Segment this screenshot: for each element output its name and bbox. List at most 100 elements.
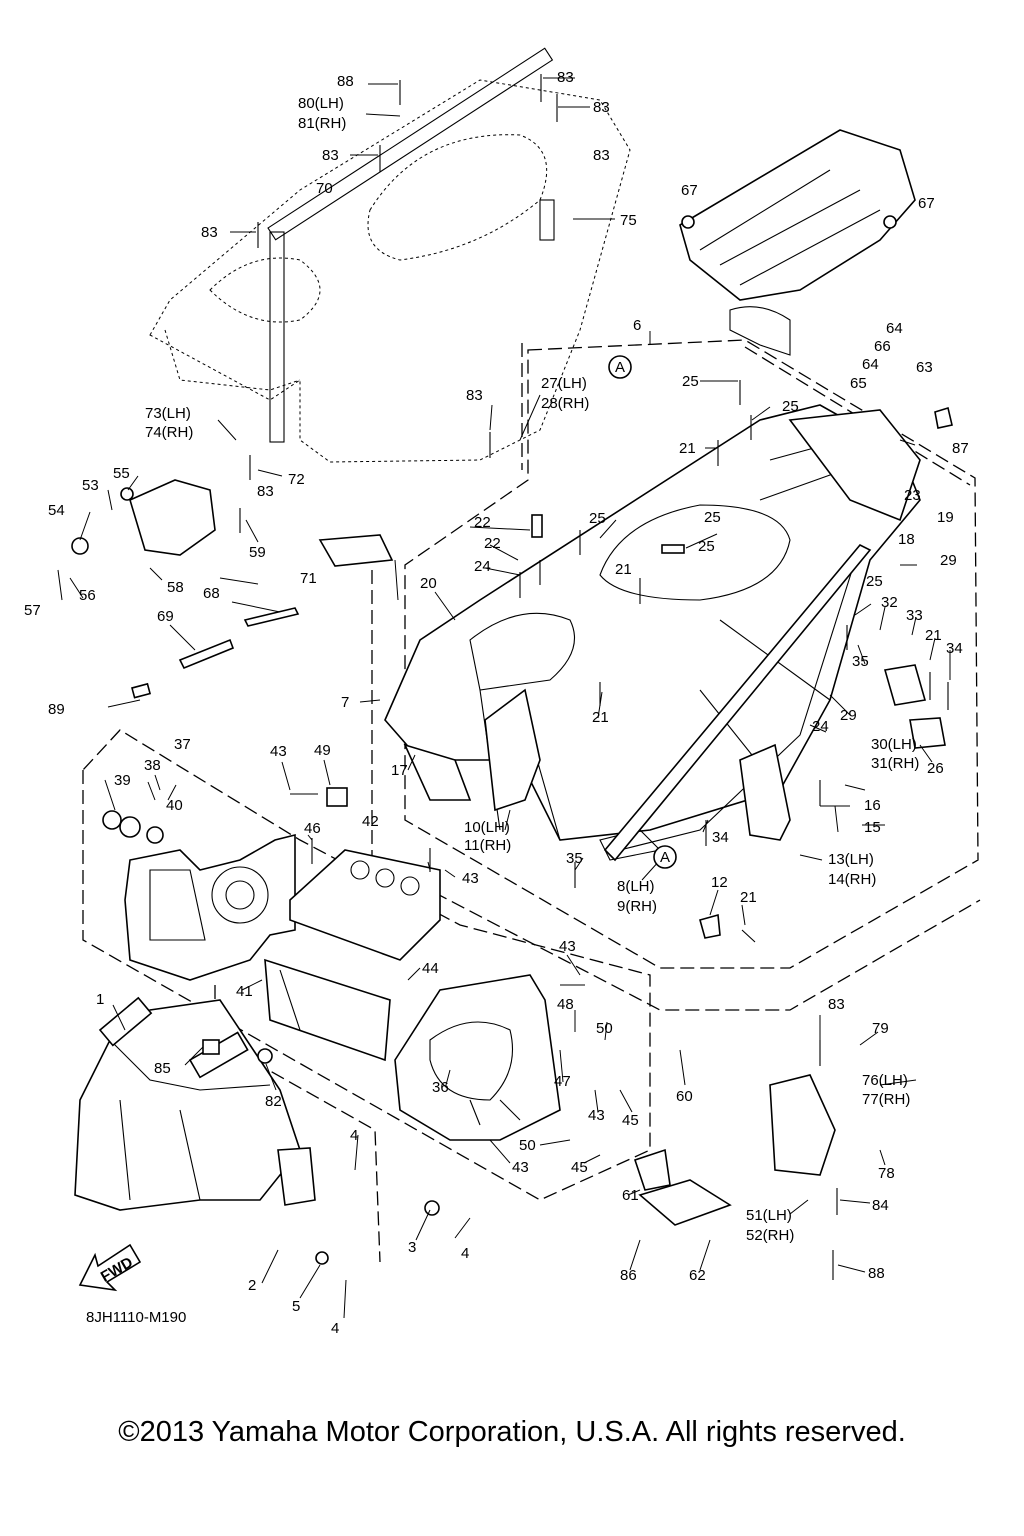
part-label: 33	[906, 607, 923, 624]
bracket-51-52	[769, 1074, 836, 1176]
assembly-outline-6	[404, 339, 979, 969]
part-label: 87	[952, 440, 969, 457]
part-label: 24	[812, 718, 829, 735]
part-label: 56	[79, 587, 96, 604]
part-label: 1	[96, 991, 104, 1008]
strips-68-69-71	[178, 534, 394, 670]
part-label: 22	[484, 535, 501, 552]
part-label: 63	[916, 359, 933, 376]
part-label: 75	[620, 212, 637, 229]
part-label: 65	[850, 375, 867, 392]
rear-housing-part	[679, 129, 916, 356]
part-label: 77(RH)	[862, 1091, 910, 1108]
part-label: 37	[174, 736, 191, 753]
copyright-notice: ©2013 Yamaha Motor Corporation, U.S.A. A…	[118, 1416, 906, 1448]
part-label: 12	[711, 874, 728, 891]
part-label: 21	[925, 627, 942, 644]
part-label: 83	[557, 69, 574, 86]
part-26	[909, 717, 946, 749]
part-label: 9(RH)	[617, 898, 657, 915]
leader-lines	[57, 77, 951, 1319]
part-label: 25	[782, 398, 799, 415]
part-label: 60	[676, 1088, 693, 1105]
part-label: 4	[461, 1245, 469, 1262]
part-label: 21	[592, 709, 609, 726]
part-label: 24	[474, 558, 491, 575]
part-label: 43	[588, 1107, 605, 1124]
marker-a-bottom-text: A	[660, 849, 670, 866]
part-label: 74(RH)	[145, 424, 193, 441]
part-label: 48	[557, 996, 574, 1013]
part-label: 82	[265, 1093, 282, 1110]
part-label: 67	[681, 182, 698, 199]
part-label: 83	[322, 147, 339, 164]
guard-86	[638, 1179, 732, 1226]
plate-2	[277, 1147, 316, 1206]
part-label: 80(LH)	[298, 95, 344, 112]
part-label: 83	[201, 224, 218, 241]
part-label: 50	[519, 1137, 536, 1154]
part-label: 25	[698, 538, 715, 555]
part-label: 29	[940, 552, 957, 569]
bracket-13-14	[739, 743, 791, 841]
part-label: 86	[620, 1267, 637, 1284]
reference-markers: A A	[608, 355, 677, 869]
part-label: 38	[144, 757, 161, 774]
part-label: 17	[391, 762, 408, 779]
part-label: 5	[292, 1298, 300, 1315]
part-label: 83	[593, 147, 610, 164]
fwd-arrow-icon: FWD	[78, 1243, 142, 1292]
part-label: 32	[881, 594, 898, 611]
part-12	[699, 913, 721, 939]
drawing-code: 8JH1110-M190	[86, 1309, 187, 1326]
part-label: 3	[408, 1239, 416, 1256]
rear-bracket-18-19	[788, 409, 921, 522]
part-label: 64	[862, 356, 879, 373]
marker-a-top-text: A	[615, 359, 625, 376]
part-label: 55	[113, 465, 130, 482]
part-label: 26	[927, 760, 944, 777]
part-label: 2	[248, 1277, 256, 1294]
part-label: 21	[679, 440, 696, 457]
part-label: 52(RH)	[746, 1227, 794, 1244]
support-bracket-41	[264, 958, 391, 1062]
front-frame	[74, 996, 301, 1211]
part-label: 72	[288, 471, 305, 488]
part-label: 21	[615, 561, 632, 578]
cross-member-42	[289, 849, 441, 961]
part-label: 78	[878, 1165, 895, 1182]
part-label: 10(LH)	[464, 819, 510, 836]
slide-rail	[603, 544, 872, 862]
part-label: 15	[864, 819, 881, 836]
part-label: 79	[872, 1020, 889, 1037]
part-label: 13(LH)	[828, 851, 874, 868]
bracket-10-11	[484, 688, 541, 812]
part-label: 28(RH)	[541, 395, 589, 412]
part-label: 25	[704, 509, 721, 526]
part-label: 83	[828, 996, 845, 1013]
part-label: 85	[154, 1060, 171, 1077]
part-label: 50	[596, 1020, 613, 1037]
part-label: 23	[904, 487, 921, 504]
part-label: 45	[622, 1112, 639, 1129]
part-label: 19	[937, 509, 954, 526]
part-label: 88	[337, 73, 354, 90]
part-label: 67	[918, 195, 935, 212]
part-label: 20	[420, 575, 437, 592]
bulkhead-plate	[124, 833, 296, 981]
part-label: 54	[48, 502, 65, 519]
part-label: 7	[341, 694, 349, 711]
part-label: 83	[257, 483, 274, 500]
part-label: 43	[462, 870, 479, 887]
part-label: 18	[898, 531, 915, 548]
part-label: 45	[571, 1159, 588, 1176]
part-label: 8(LH)	[617, 878, 655, 895]
part-label: 53	[82, 477, 99, 494]
part-label: 46	[304, 820, 321, 837]
part-label: 25	[866, 573, 883, 590]
part-label: 34	[712, 829, 729, 846]
part-label: 4	[350, 1127, 358, 1144]
part-label: 25	[682, 373, 699, 390]
